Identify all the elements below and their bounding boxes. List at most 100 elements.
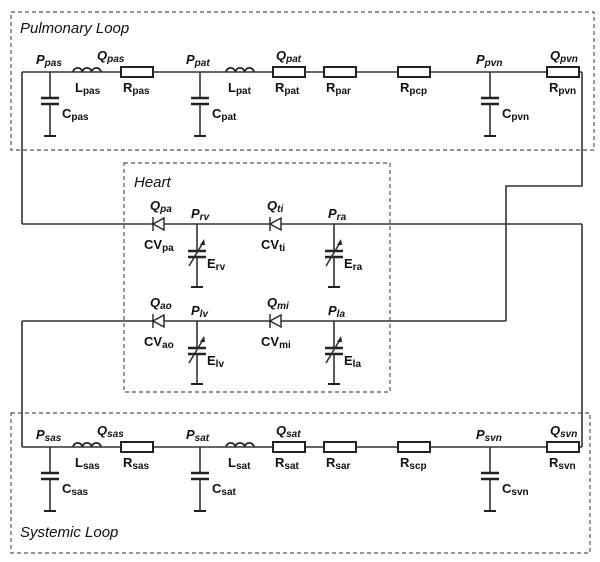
inductor-label-lpas: Lpas [75,80,101,97]
capacitor-label-cpas: Cpas [62,106,89,123]
flow-label-qsvn: Qsvn [550,423,577,440]
inductor-lsat [225,441,255,448]
elastance-era [325,224,343,288]
node-label-pla-sub: la [337,309,346,320]
flow-label-qao: Qao [150,295,172,312]
resistor-label-rpvn-main: R [549,80,559,95]
resistor-label-rpas-sub: pas [132,86,150,97]
resistor-label-rpvn-sub: pvn [558,86,576,97]
flow-label-qpa-main: Q [150,198,160,213]
arrow-icon [337,336,342,342]
arrow-icon [200,239,205,245]
node-label-ppvn-sub: pvn [484,58,503,69]
resistor-label-rsas-main: R [123,455,133,470]
valve-cvao [151,313,165,329]
node-label-psvn-main: P [476,427,485,442]
inductor-lpat [225,66,255,73]
resistor-label-rsar-sub: sar [335,461,350,472]
resistor-label-rscp-main: R [400,455,410,470]
components [41,66,580,512]
valve-cvti [268,216,282,232]
resistor-label-rsas-sub: sas [132,461,149,472]
node-label-pra-sub: ra [337,212,347,223]
valve-label-cvmi: CVmi [261,334,291,351]
flow-label-qpat-main: Q [276,48,286,63]
capacitor-label-csat: Csat [212,481,237,498]
flow-label-qpa: Qpa [150,198,172,215]
capacitor-label-cpat-sub: pat [221,112,237,123]
flow-label-qpa-sub: pa [159,204,172,215]
elastance-label-elv-main: E [207,353,216,368]
flow-label-qpas-main: Q [97,48,107,63]
flow-label-qpvn-main: Q [550,48,560,63]
resistor-label-rsvn-sub: svn [558,461,575,472]
flow-label-qpat-sub: pat [285,54,302,65]
flow-label-qpas: Qpas [97,48,125,65]
resistor-label-rpat: Rpat [275,80,300,97]
valve-label-cvpa-main: CV [144,237,162,252]
capacitor-csas [41,447,59,512]
heart-title: Heart [134,174,172,191]
pulmonary-loop-box [10,11,595,151]
valve-label-cvmi-sub: mi [279,340,291,351]
capacitor-label-cpas-sub: pas [71,112,89,123]
arrow-icon [200,336,205,342]
capacitor-label-cpas-main: C [62,106,72,121]
flow-label-qti: Qti [267,198,283,215]
capacitor-csat [191,447,209,512]
flow-label-qpat: Qpat [276,48,302,65]
node-label-ppas: Ppas [36,52,62,69]
capacitor-label-csat-sub: sat [221,487,236,498]
elastance-label-era: Era [344,256,363,273]
flow-label-qsas: Qsas [97,423,124,440]
elastance-label-era-sub: ra [353,262,363,273]
node-label-psvn-sub: svn [485,433,502,444]
flow-label-qsat: Qsat [276,423,301,440]
capacitor-label-cpvn: Cpvn [502,106,529,123]
capacitor-label-cpat: Cpat [212,106,237,123]
capacitor-csvn [481,447,499,512]
node-label-prv: Prv [191,206,211,223]
node-label-ppas-main: P [36,52,45,67]
valve-label-cvti: CVti [261,237,285,254]
flow-label-qsvn-sub: svn [560,429,577,440]
flow-label-qsat-sub: sat [286,429,301,440]
inductor-label-lsat-sub: sat [236,461,251,472]
resistor-label-rsar: Rsar [326,455,351,472]
node-label-ppat: Ppat [186,52,210,69]
node-label-psas: Psas [36,427,62,444]
flow-label-qmi-sub: mi [277,301,289,312]
inductor-label-lsas-sub: sas [83,461,100,472]
resistor-rpar [323,66,357,78]
node-label-psas-sub: sas [45,433,62,444]
elastance-label-ela-main: E [344,353,353,368]
pulmonary-venous-return-wire [505,72,583,321]
node-label-ppat-sub: pat [194,58,211,69]
pulmonary-loop-title: Pulmonary Loop [20,20,129,37]
resistor-label-rsat-main: R [275,455,285,470]
inductor-lpas [72,66,102,73]
node-label-pra: Pra [328,206,347,223]
node-label-psat: Psat [186,427,210,444]
arrow-icon [337,239,342,245]
node-label-ppvn-main: P [476,52,485,67]
wires [21,71,583,448]
elastance-elv [188,321,206,385]
flow-label-qti-sub: ti [277,204,283,215]
resistor-label-rscp: Rscp [400,455,427,472]
heart-box [123,162,391,393]
resistor-rpat [272,66,306,78]
flow-label-qsas-main: Q [97,423,107,438]
resistor-label-rsas: Rsas [123,455,150,472]
inductor-label-lpat-sub: pat [236,86,252,97]
elastance-ela [325,321,343,385]
node-label-psat-main: P [186,427,195,442]
capacitor-cpvn [481,72,499,137]
valve-label-cvpa-sub: pa [162,243,174,254]
resistor-rsat [272,441,306,453]
inductor-lsas [72,441,102,448]
valve-cvpa [151,216,165,232]
valve-label-cvti-main: CV [261,237,279,252]
capacitor-label-csas: Csas [62,481,89,498]
